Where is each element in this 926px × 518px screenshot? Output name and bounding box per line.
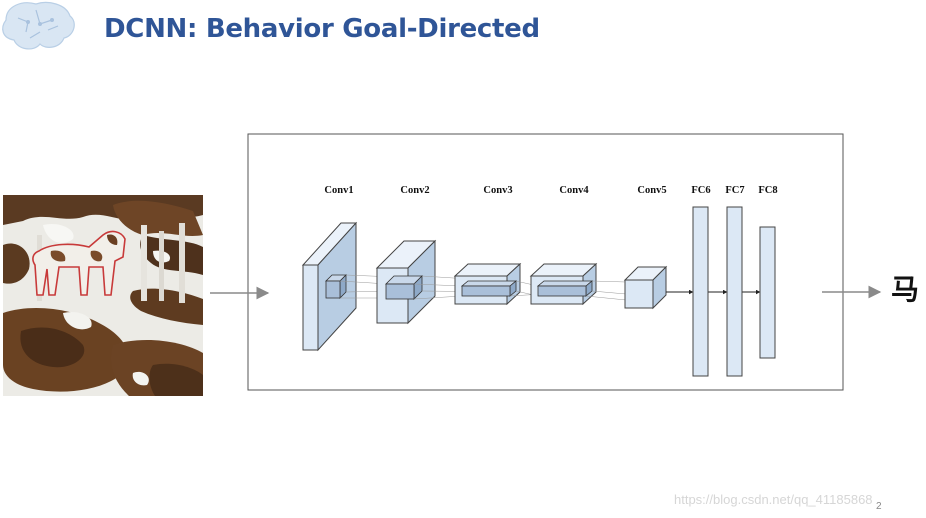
output-class-label: 马 [891,273,920,306]
conv1-block [301,221,358,352]
fc8-layer [759,226,776,359]
watermark: https://blog.csdn.net/qq_41185868 [674,492,873,507]
conv4-conv5-connections [585,280,627,301]
diagram-frame [247,133,844,391]
brain-logo-icon [2,1,75,50]
layer-label-conv3: Conv3 [483,185,512,196]
conv2-block [375,239,437,325]
fc6-layer [692,206,709,377]
layer-label-conv5: Conv5 [637,185,666,196]
layer-label-fc6: FC6 [691,185,710,196]
layer-label-conv1: Conv1 [324,185,353,196]
fc7-layer [726,206,743,377]
slide-title: DCNN: Behavior Goal-Directed [104,14,540,44]
layer-label-fc8: FC8 [758,185,777,196]
layer-label-conv2: Conv2 [400,185,429,196]
conv4-block [529,262,598,306]
input-horse-image [3,195,203,396]
layer-label-fc7: FC7 [725,185,744,196]
layer-label-conv4: Conv4 [559,185,589,196]
conv5-block [623,265,668,310]
page-number: 2 [876,501,882,512]
conv3-block [453,262,522,306]
